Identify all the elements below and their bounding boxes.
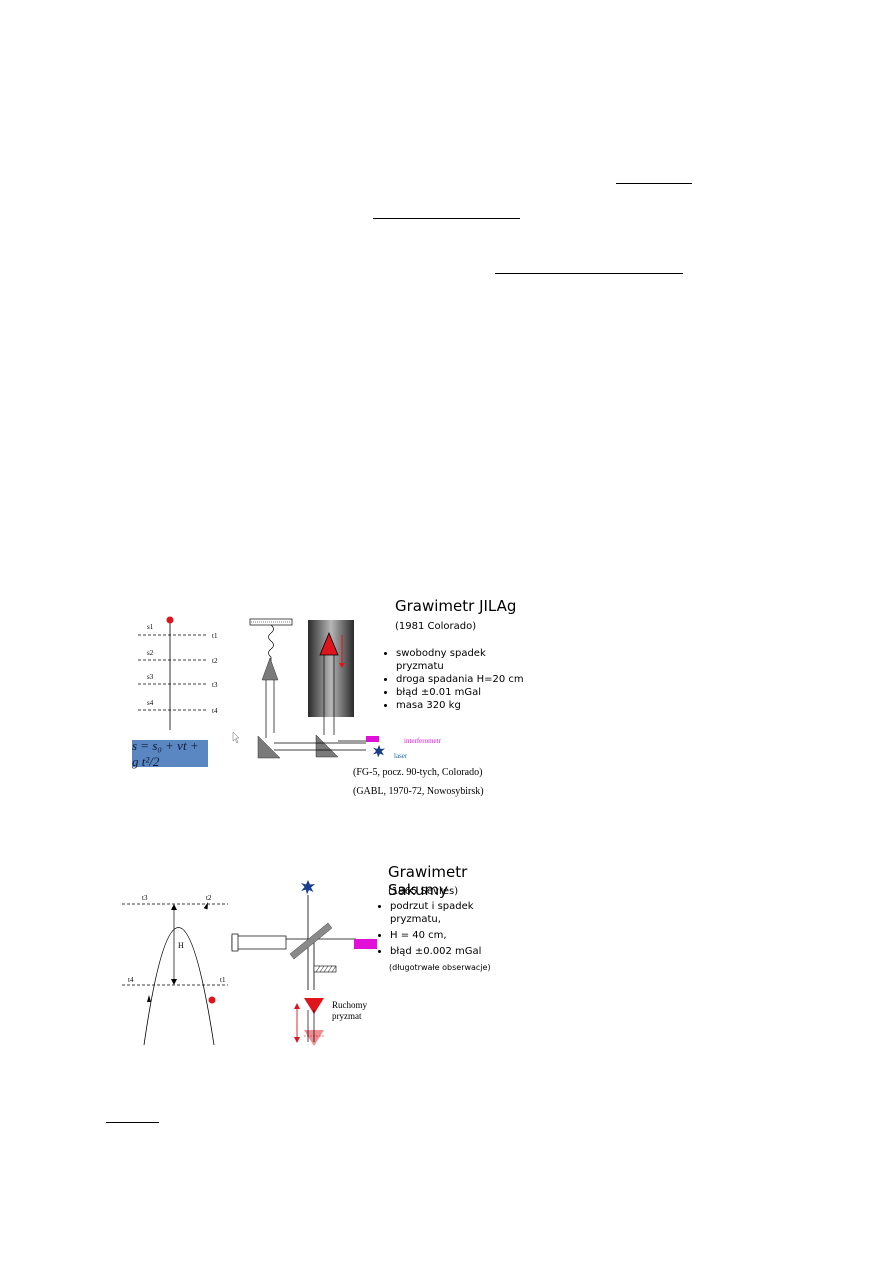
jilag-diagram: s1 s2 s3 s4 t1 t2 t3 t4 bbox=[138, 616, 442, 760]
s-label: s3 bbox=[147, 673, 154, 681]
figure-subtitle: (1965 Sevres) bbox=[388, 886, 459, 897]
t-label: t3 bbox=[212, 681, 218, 689]
feature-item: błąd ±0.002 mGal bbox=[390, 945, 550, 958]
formula-text: s = s₀ + vt + g t²/2 bbox=[132, 737, 199, 769]
s-label: s2 bbox=[147, 649, 154, 657]
laser-icon bbox=[373, 745, 385, 758]
moving-prism-label: pryzmat bbox=[332, 1011, 362, 1021]
interferometer-box bbox=[366, 736, 379, 742]
feature-item: droga spadania H=20 cm bbox=[396, 673, 556, 686]
underline-1 bbox=[616, 183, 692, 184]
t-label: t1 bbox=[212, 632, 218, 640]
t-label: t1 bbox=[220, 976, 226, 984]
interferometer-label: interferometr bbox=[404, 737, 442, 745]
moving-prism bbox=[304, 998, 324, 1014]
t-label: t2 bbox=[206, 894, 212, 902]
underline-4 bbox=[106, 1122, 159, 1123]
sakumy-diagram: H t3 t2 t4 t1 Rucho bbox=[122, 880, 377, 1046]
figure-subtitle: (1981 Colorado) bbox=[395, 621, 477, 632]
underline-3 bbox=[495, 273, 683, 274]
t-label: t3 bbox=[142, 894, 148, 902]
moving-prism-label: Ruchomy bbox=[332, 1000, 367, 1010]
feature-item: błąd ±0.01 mGal bbox=[396, 686, 556, 699]
t-label: t4 bbox=[212, 707, 218, 715]
t-label: t2 bbox=[212, 657, 218, 665]
formula-box: s = s₀ + vt + g t²/2 bbox=[132, 737, 208, 769]
feature-item: podrzut i spadek pryzmatu, bbox=[390, 900, 490, 926]
figure-jilag: s1 s2 s3 s4 t1 t2 t3 t4 bbox=[128, 595, 528, 805]
caption-fg5: (FG-5, pocz. 90-tych, Colorado) bbox=[353, 767, 483, 778]
H-label: H bbox=[178, 941, 184, 950]
feature-item: swobodny spadek pryzmatu bbox=[396, 647, 496, 673]
vacuum-chamber bbox=[308, 620, 354, 717]
s-label: s1 bbox=[147, 623, 154, 631]
underline-2 bbox=[373, 218, 520, 219]
laser-label: laser bbox=[394, 752, 408, 760]
feature-item: H = 40 cm, bbox=[390, 929, 550, 942]
s-label: s4 bbox=[147, 699, 154, 707]
trajectory bbox=[143, 927, 215, 1046]
figure-title: Grawimetr JILAg bbox=[395, 597, 517, 615]
interferometer-box bbox=[354, 939, 377, 949]
feature-list: swobodny spadek pryzmatu droga spadania … bbox=[374, 647, 556, 712]
falling-mass-dot bbox=[166, 616, 174, 624]
source-star-icon bbox=[301, 880, 315, 895]
feature-item: masa 320 kg bbox=[396, 699, 556, 712]
figure-title: Grawimetr Sakumy bbox=[388, 863, 468, 899]
t-label: t4 bbox=[128, 976, 134, 984]
figure-note: (długotrwałe obserwacje) bbox=[389, 963, 491, 972]
figure-sakumy: H t3 t2 t4 t1 Rucho bbox=[120, 860, 530, 1050]
thrown-mass-dot bbox=[208, 996, 216, 1004]
feature-list: podrzut i spadek pryzmatu, H = 40 cm, bł… bbox=[368, 900, 550, 958]
falling-prism bbox=[319, 631, 339, 656]
caption-gabl: (GABL, 1970-72, Nowosybirsk) bbox=[353, 786, 484, 797]
